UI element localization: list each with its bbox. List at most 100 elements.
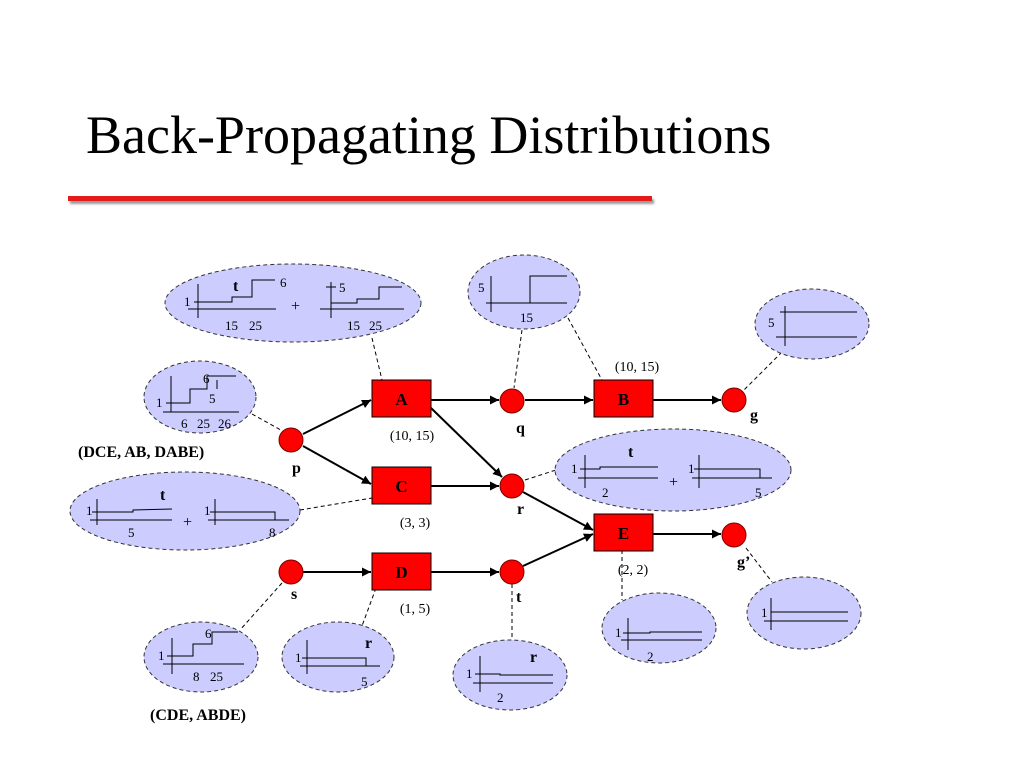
dist-s-yone: 1 xyxy=(158,648,165,663)
dist-a-right-x1: 15 xyxy=(347,318,360,333)
dist-ellipse-d xyxy=(281,621,395,693)
dist-r-left-var: t xyxy=(628,444,634,461)
dist-p1-x3: 26 xyxy=(218,416,232,431)
dist-p2-left-var: t xyxy=(160,487,166,504)
task-node-c[interactable]: C xyxy=(371,466,432,505)
title-underline xyxy=(68,196,652,201)
dist-p1-x2: 25 xyxy=(197,416,210,431)
dist-s-x2: 25 xyxy=(210,669,223,684)
dist-q-ytop: 5 xyxy=(478,280,485,295)
event-label-g: g xyxy=(750,407,758,424)
dist-plot-p2-left xyxy=(90,499,173,525)
interval-b: (10, 15) xyxy=(615,360,660,375)
dist-a-plus: + xyxy=(291,298,300,315)
dist-plot-g xyxy=(776,306,857,346)
dist-e-yone: 1 xyxy=(615,625,622,640)
group-label-s: (CDE, ABDE) xyxy=(150,707,246,724)
dist-a-left-var: t xyxy=(233,278,239,295)
dist-ellipse-p1 xyxy=(143,360,257,434)
connector-d-dist xyxy=(361,587,377,627)
connector-q-dist xyxy=(513,329,523,389)
task-label-b: B xyxy=(618,390,629,409)
dist-s-x1: 8 xyxy=(193,669,200,684)
dist-ellipse-g xyxy=(754,288,870,360)
interval-a: (10, 15) xyxy=(390,429,435,444)
task-label-d: D xyxy=(395,563,407,582)
event-nodes[interactable] xyxy=(278,387,747,585)
dist-s-ytop: 6 xyxy=(205,626,212,641)
network-arrows xyxy=(302,395,721,577)
dist-plot-g2 xyxy=(764,598,848,630)
task-node-a[interactable]: A xyxy=(371,379,432,418)
dist-a-right-x2: 25 xyxy=(369,318,382,333)
dist-r-plus: + xyxy=(669,474,678,491)
dist-plot-s xyxy=(163,631,244,674)
dist-d-var: r xyxy=(365,635,372,652)
event-r xyxy=(499,473,525,499)
dist-plot-e xyxy=(621,618,702,650)
task-label-a: A xyxy=(395,390,408,409)
dist-plot-p2-right xyxy=(208,499,289,525)
dist-p2-right-yone: 1 xyxy=(204,503,211,518)
dist-g2-yone: 1 xyxy=(761,605,768,620)
connector-g2-dist xyxy=(745,547,773,583)
dist-plot-d xyxy=(300,640,380,674)
dist-p2-left-x1: 5 xyxy=(128,525,135,540)
connector-b-q-dist xyxy=(567,317,603,381)
dist-a-left-x2: 25 xyxy=(249,318,262,333)
task-node-e[interactable]: E xyxy=(593,513,654,552)
slide-title: Back-Propagating Distributions xyxy=(86,105,772,165)
event-t xyxy=(499,559,525,585)
dist-plot-r-right xyxy=(692,455,772,488)
dist-r-right-x1: 5 xyxy=(755,485,762,500)
event-label-r: r xyxy=(517,501,524,518)
dist-a-left-yone: 1 xyxy=(184,294,191,309)
dist-d-yone: 1 xyxy=(295,650,302,665)
dist-plot-p1 xyxy=(163,375,239,413)
task-label-e: E xyxy=(618,524,629,543)
interval-d: (1, 5) xyxy=(400,602,431,617)
connector-a-dist xyxy=(371,337,383,381)
connector-r-dist xyxy=(524,469,557,481)
dist-r-left-x1: 2 xyxy=(602,485,609,500)
connector-p-dist2 xyxy=(299,497,373,511)
arrow-a-to-r xyxy=(430,407,503,478)
task-node-b[interactable]: B xyxy=(593,379,654,418)
connector-s-dist xyxy=(239,582,283,631)
event-g xyxy=(721,387,747,413)
dist-p2-left-yone: 1 xyxy=(86,503,93,518)
event-p xyxy=(278,427,304,453)
dist-plot-t xyxy=(473,656,553,692)
task-label-c: C xyxy=(395,477,407,496)
dist-p2-plus: + xyxy=(183,514,192,531)
dist-plot-a-left xyxy=(188,279,276,318)
dist-ellipse-r xyxy=(554,428,792,512)
interval-c: (3, 3) xyxy=(400,516,431,531)
dist-e-x1: 2 xyxy=(647,649,654,664)
dist-a-left-ytop: 6 xyxy=(280,275,287,290)
arrow-p-to-c xyxy=(302,445,372,485)
event-label-t: t xyxy=(516,589,522,606)
dist-a-right-ytop: 5 xyxy=(339,280,346,295)
dist-p1-x1: 6 xyxy=(181,416,188,431)
arrow-p-to-a xyxy=(302,399,372,435)
arrow-t-to-e xyxy=(522,533,594,567)
dist-t-yone: 1 xyxy=(466,666,473,681)
dist-p1-ymid: 5 xyxy=(209,391,216,406)
dist-p2-right-x1: 8 xyxy=(269,525,276,540)
connector-g-dist xyxy=(741,351,783,393)
dist-t-x1: 2 xyxy=(497,690,504,705)
dist-a-left-x1: 15 xyxy=(225,318,238,333)
dist-ellipse-q xyxy=(467,254,581,330)
dist-ellipse-p2 xyxy=(69,471,301,551)
dist-r-right-yone: 1 xyxy=(688,461,695,476)
event-s xyxy=(278,559,304,585)
task-node-d[interactable]: D xyxy=(371,552,432,591)
dist-t-var: r xyxy=(530,649,537,666)
dist-q-x1: 15 xyxy=(520,310,533,325)
event-label-q: q xyxy=(516,420,525,437)
event-q xyxy=(499,388,525,414)
group-label-p: (DCE, AB, DABE) xyxy=(78,444,204,461)
dist-ellipse-g2 xyxy=(746,576,862,650)
